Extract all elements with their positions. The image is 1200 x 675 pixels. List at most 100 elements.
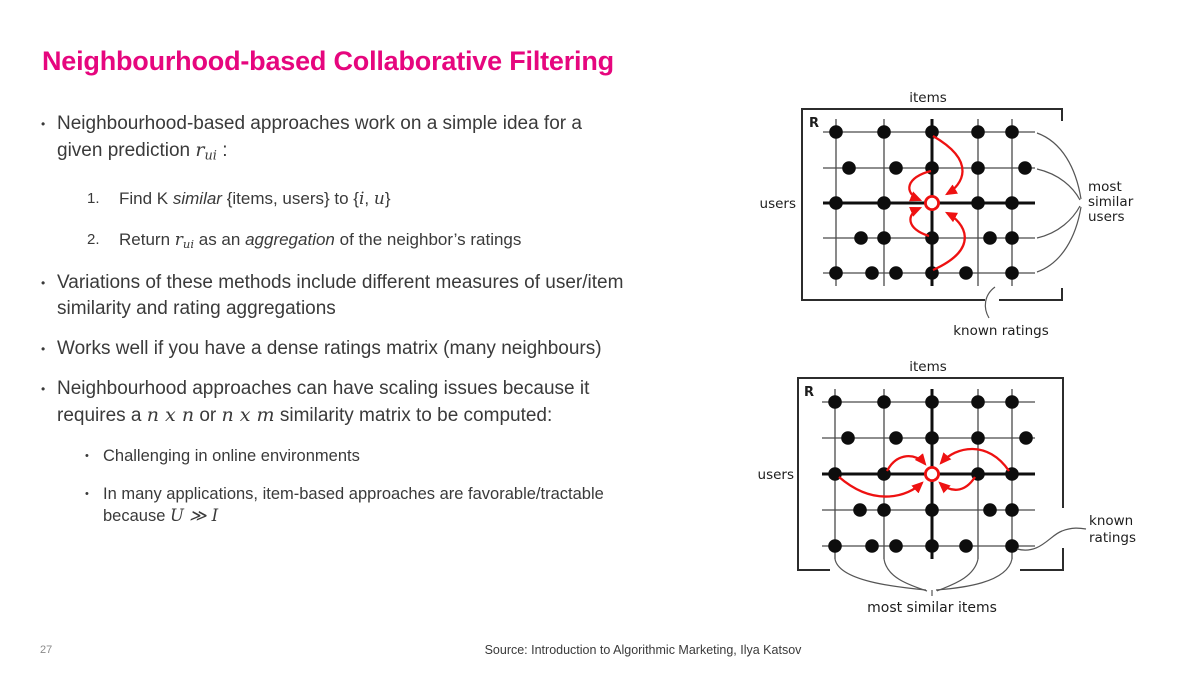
text-segment: Return [119,229,175,249]
most-similar-users-label: similar [1088,194,1134,210]
text-segment: Variations of these methods include diff… [57,271,624,293]
text-segment: similar [172,188,222,208]
bullet-item: • Neighbourhood approaches can have scali… [41,376,761,429]
most-similar-items-label: most similar items [867,600,997,616]
known-rating-dot [971,431,985,445]
matrix-r-label: R [804,385,814,400]
numbered-item: 1.Find K similar {items, users} to {i, u… [41,187,761,211]
text-segment: Works well if you have a dense ratings m… [57,337,602,359]
text-segment: i [358,188,365,209]
text-segment: } [384,188,391,208]
bullet-item: • Works well if you have a dense ratings … [41,336,761,362]
text-segment: r [174,229,183,250]
known-rating-dot [853,503,867,517]
page-number: 27 [40,644,53,656]
sub-bullet-item: •Challenging in online environments [41,445,761,467]
text-segment: U ≫ I [169,505,219,525]
most-similar-users-label: most [1088,179,1122,195]
text-segment: {items, users} to { [221,188,359,208]
brace-curves [984,132,1082,319]
list-number: 1. [87,189,100,207]
text-segment: given prediction [57,140,196,161]
bullet-marker: • [85,449,89,462]
bullet-marker: • [41,117,46,131]
known-rating-dot [889,266,903,280]
known-rating-dot [1005,196,1019,210]
text-segment: or [194,404,222,426]
known-rating-dot [854,231,868,245]
known-rating-dot [983,503,997,517]
known-rating-dot [829,125,843,139]
dots [829,125,1032,280]
known-rating-dot [889,539,903,553]
item-similarity-matrix-figure: items R users known ratings most similar… [758,359,1137,616]
text-segment: of the neighbor’s ratings [334,229,522,249]
text-segment: similarity matrix to be computed: [274,404,553,426]
text-segment: requires a [57,404,147,426]
bullet-marker: • [41,381,46,396]
text-segment: Neighbourhood approaches can have scalin… [57,377,590,399]
items-axis-label: items [909,90,947,106]
known-rating-dot [971,395,985,409]
known-rating-dot [1005,503,1019,517]
known-rating-dot [925,395,939,409]
known-rating-dot [829,266,843,280]
text-segment: u [373,188,385,209]
known-rating-dot [1005,395,1019,409]
known-rating-dot [877,231,891,245]
known-rating-dot [971,161,985,175]
numbered-item: 2. Return rui as an aggregation of the ne… [41,228,761,256]
known-rating-dot [877,503,891,517]
known-rating-dot [841,431,855,445]
text-segment: In many applications, item-based approac… [103,484,604,503]
text-segment: , [364,188,374,208]
brace-curves [834,527,1087,596]
text-segment: n x n [146,403,195,426]
most-similar-users-label: users [1088,209,1124,225]
matrix-border [797,377,1064,571]
source-attribution: Source: Introduction to Algorithmic Mark… [484,643,802,657]
users-axis-label: users [760,196,796,212]
known-rating-dot [1018,161,1032,175]
predicted-rating-circle [924,194,941,211]
known-ratings-label: known [1089,513,1133,529]
known-ratings-label: known ratings [953,323,1049,339]
matrix-r-label: R [809,116,819,131]
known-rating-dot [865,539,879,553]
predicted-rating-circle [924,465,941,482]
known-rating-dot [877,125,891,139]
known-rating-dot [1005,125,1019,139]
matrix-border [801,108,1063,301]
bullet-item: •Variations of these methods include dif… [41,270,761,322]
bullet-item: •Neighbourhood-based approaches work on … [41,111,761,170]
known-rating-dot [925,431,939,445]
known-rating-dot [828,467,842,481]
known-rating-dot [959,266,973,280]
known-rating-dot [983,231,997,245]
known-rating-dot [925,539,939,553]
known-rating-dot [1005,231,1019,245]
known-rating-dot [877,196,891,210]
known-rating-dot [889,161,903,175]
known-rating-dot [828,539,842,553]
text-segment: : [216,140,228,161]
known-rating-dot [829,196,843,210]
known-rating-dot [877,395,891,409]
text-segment: n x m [221,403,275,426]
text-segment: because [103,506,170,525]
bullet-marker: • [41,341,46,356]
known-rating-dot [828,395,842,409]
text-segment: as an [194,229,246,249]
known-rating-dot [959,539,973,553]
text-segment: aggregation [245,229,335,249]
text-segment: ui [182,236,195,251]
sub-bullet-item: •In many applications, item-based approa… [41,483,761,527]
known-rating-dot [925,125,939,139]
dots [828,395,1033,553]
known-rating-dot [1005,539,1019,553]
list-number: 2. [87,230,100,248]
known-rating-dot [889,431,903,445]
known-rating-dot [971,125,985,139]
red-arrows [908,135,966,272]
